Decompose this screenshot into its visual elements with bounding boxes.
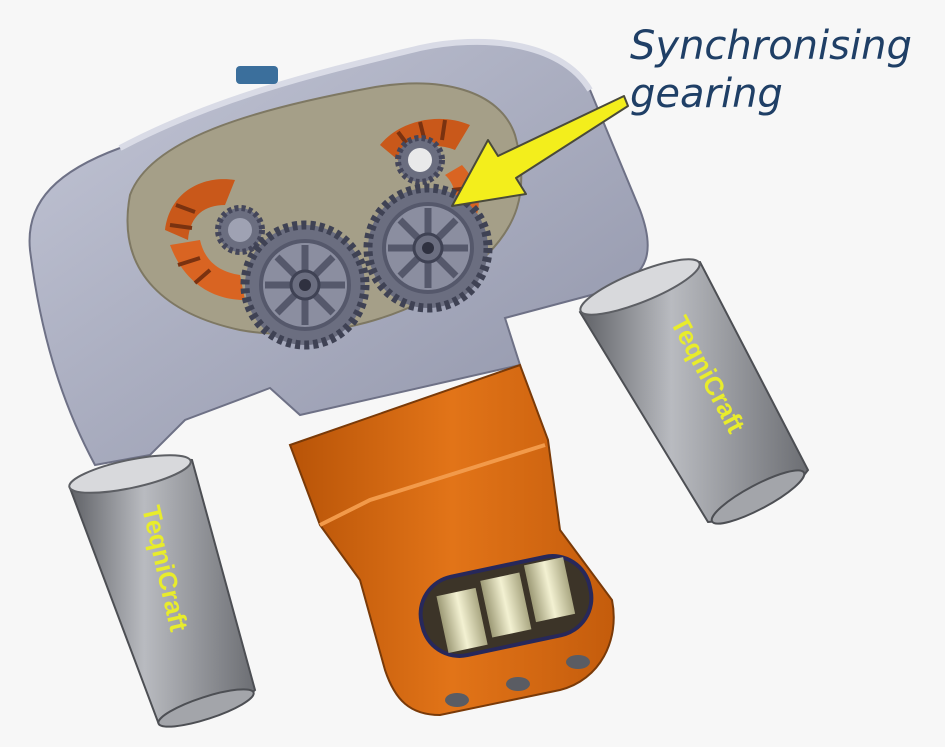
- top-tab: [236, 66, 278, 84]
- left-tube: TeqniCraft: [68, 454, 257, 728]
- large-gear-right: [363, 183, 493, 313]
- small-gear-left: [215, 205, 265, 255]
- callout-line-2: gearing: [630, 71, 783, 117]
- right-tube: TeqniCraft: [578, 258, 810, 525]
- nozzle-ports: [445, 655, 590, 707]
- callout-line-1: Synchronising: [630, 23, 912, 69]
- large-gear-left: [240, 220, 370, 350]
- orange-body: [288, 363, 615, 717]
- frame-top-edge: [118, 38, 593, 151]
- orange-body-ridge: [319, 443, 546, 527]
- left-impeller: [165, 179, 245, 300]
- small-gear-right: [395, 135, 445, 185]
- synchronising-gearing-callout: Synchronising gearing: [630, 22, 930, 118]
- roller-window: [418, 554, 594, 658]
- callout-arrow: [451, 95, 629, 207]
